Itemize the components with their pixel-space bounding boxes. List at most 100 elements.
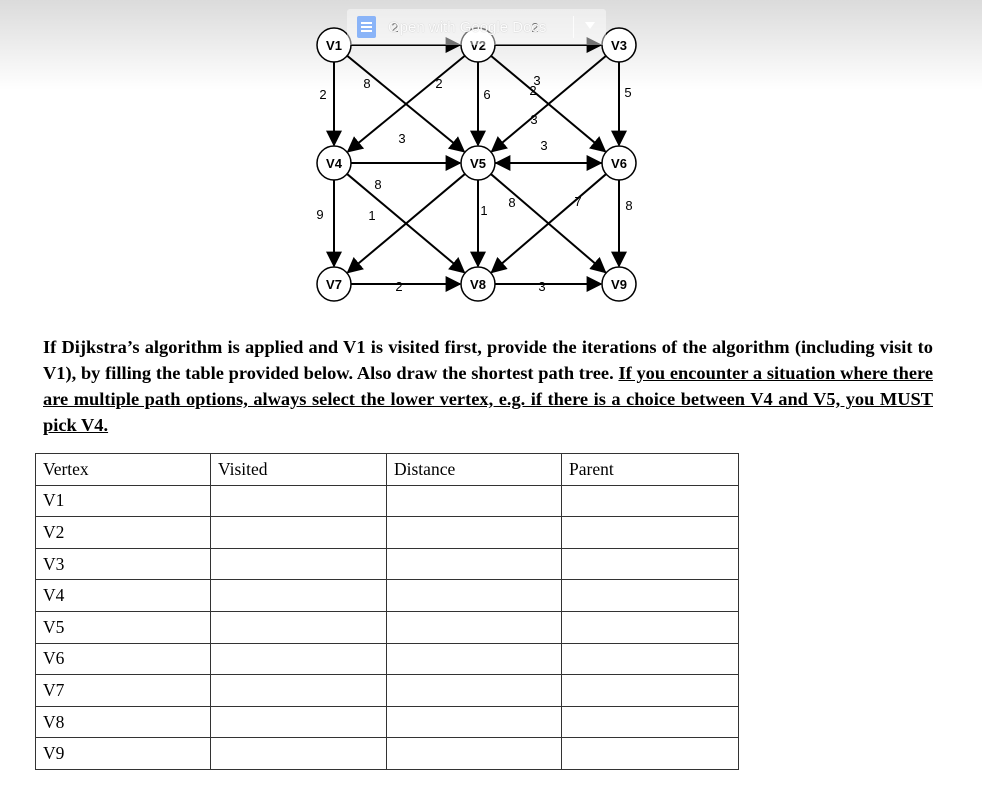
open-with-google-docs-button[interactable]: Open with Google Docs (347, 9, 606, 45)
edge-weight-label: 3 (398, 131, 405, 146)
table-cell[interactable] (561, 610, 739, 644)
open-with-label: Open with Google Docs (388, 18, 547, 36)
table-cell[interactable] (561, 516, 739, 549)
vertex-label: V6 (611, 156, 627, 171)
vertex-v2 (460, 27, 496, 63)
table-cell: V8 (35, 705, 211, 739)
edge-weight-label: 2 (319, 87, 326, 102)
vertex-v6 (601, 145, 637, 181)
edge-weight-label: 9 (316, 207, 323, 222)
edge-weight-label: 5 (624, 85, 631, 100)
edge-weight-label: 1 (368, 208, 375, 223)
vertex-v5 (460, 145, 496, 181)
edge-weight-label: 1 (480, 203, 487, 218)
table-cell[interactable] (386, 705, 562, 739)
vertex-label: V7 (326, 277, 342, 292)
table-cell[interactable] (561, 674, 739, 707)
table-row: V6 (35, 642, 739, 676)
vertex-label: V3 (611, 38, 627, 53)
vertex-v1 (316, 27, 352, 63)
table-header-cell: Vertex (35, 453, 211, 486)
table-row: V2 (35, 516, 739, 549)
vertex-v4 (316, 145, 352, 181)
table-row: V4 (35, 579, 739, 612)
vertex-v9 (601, 266, 637, 302)
question-underlined: If you encounter a situation where there… (43, 363, 933, 435)
table-cell: V6 (35, 642, 211, 676)
edge-weight-label: 7 (574, 194, 581, 209)
table-cell[interactable] (210, 642, 387, 676)
edge-v1-v5 (346, 55, 466, 153)
table-cell: V1 (35, 484, 211, 518)
edge-weight-label: 6 (483, 87, 490, 102)
table-cell: V2 (35, 516, 211, 549)
vertex-label: V4 (326, 156, 343, 171)
table-cell[interactable] (561, 579, 739, 612)
edge-weight-label: 8 (374, 177, 381, 192)
table-cell[interactable] (210, 484, 387, 518)
table-cell: V7 (35, 674, 211, 707)
table-cell[interactable] (210, 705, 387, 739)
edge-v5-v7 (346, 173, 466, 274)
table-row: V1 (35, 484, 739, 518)
edge-weight-label: 3 (540, 138, 547, 153)
vertex-v7 (316, 266, 352, 302)
open-with-divider (573, 16, 574, 38)
edge-weight-label: 2 (529, 83, 536, 98)
vertex-label: V5 (470, 156, 486, 171)
table-cell[interactable] (210, 610, 387, 644)
table-cell[interactable] (561, 737, 739, 770)
edge-weight-label: 2 (531, 20, 538, 35)
table-cell[interactable] (386, 516, 562, 549)
edge-weight-label: 2 (435, 76, 442, 91)
question-text: If Dijkstra’s algorithm is applied and V… (43, 334, 933, 438)
table-header-cell: Visited (210, 453, 387, 486)
table-cell[interactable] (210, 516, 387, 549)
table-cell: V3 (35, 547, 211, 581)
edge-weight-label: 8 (508, 195, 515, 210)
table-row: V3 (35, 547, 739, 581)
google-docs-icon (357, 16, 376, 38)
table-cell[interactable] (561, 547, 739, 581)
table-cell[interactable] (210, 547, 387, 581)
edge-v6-v8 (490, 173, 607, 274)
table-cell[interactable] (561, 484, 739, 518)
table-row: V7 (35, 674, 739, 707)
edge-weight-label: 3 (538, 279, 545, 294)
table-cell[interactable] (210, 674, 387, 707)
table-row: V9 (35, 737, 739, 770)
edge-weight-label: 2 (391, 20, 398, 35)
vertex-label: V2 (470, 38, 486, 53)
table-cell[interactable] (386, 610, 562, 644)
table-cell: V9 (35, 737, 211, 770)
table-cell[interactable] (386, 484, 562, 518)
question-plain: If Dijkstra’s algorithm is applied and V… (43, 337, 933, 383)
vertex-label: V8 (470, 277, 486, 292)
table-row: V8 (35, 705, 739, 739)
vertex-label: V1 (326, 38, 342, 53)
edge-weight-label: 8 (625, 198, 632, 213)
edge-weight-label: 2 (395, 279, 402, 294)
table-cell[interactable] (386, 674, 562, 707)
table-row: V5 (35, 610, 739, 644)
table-cell[interactable] (210, 579, 387, 612)
table-cell[interactable] (386, 547, 562, 581)
edge-weight-label: 3 (533, 73, 540, 88)
table-cell[interactable] (561, 642, 739, 676)
table-cell[interactable] (561, 705, 739, 739)
table-header-cell: Distance (386, 453, 562, 486)
table-cell: V5 (35, 610, 211, 644)
table-cell[interactable] (210, 737, 387, 770)
table-cell[interactable] (386, 579, 562, 612)
vertex-v8 (460, 266, 496, 302)
edge-weight-label: 3 (530, 112, 537, 127)
vertex-label: V9 (611, 277, 627, 292)
vertex-v3 (601, 27, 637, 63)
table-cell[interactable] (386, 642, 562, 676)
table-header-cell: Parent (561, 453, 739, 486)
chevron-down-icon[interactable] (585, 22, 595, 29)
table-cell[interactable] (386, 737, 562, 770)
